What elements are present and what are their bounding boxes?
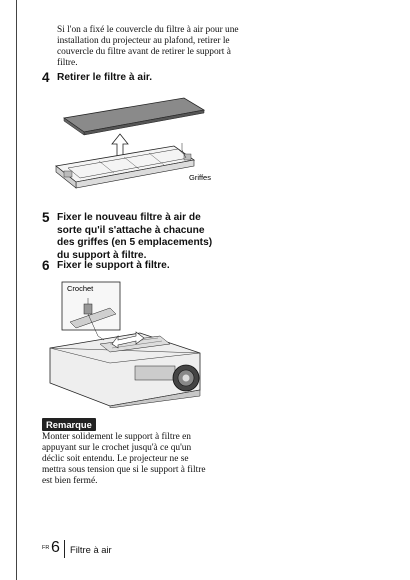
intro-note: Si l'on a fixé le couvercle du filtre à … (57, 25, 239, 68)
page-margin-rule (16, 0, 17, 580)
remarque-text: Monter solidement le support à filtre en… (42, 432, 206, 486)
step-4-text: Retirer le filtre à air. (57, 72, 153, 83)
footer-separator (64, 540, 65, 558)
figure-remove-air-filter: Griffes (55, 97, 211, 189)
hook-shape (83, 303, 93, 315)
step-6-text: Fixer le support à filtre. (57, 260, 170, 271)
projector-shape (49, 332, 201, 408)
remarque-label: Remarque (42, 418, 96, 431)
step-5-number: 5 (42, 210, 50, 225)
footer-section-title: Filtre à air (70, 544, 112, 555)
page-number: 6 (51, 539, 60, 556)
footer-language: FR (42, 545, 50, 551)
step-6-number: 6 (42, 258, 50, 273)
step-4-number: 4 (42, 70, 50, 85)
step-5-text: Fixer le nouveau filtre à air de sorte q… (57, 212, 213, 261)
callout-crochet: Crochet (67, 284, 94, 293)
figure-attach-filter-holder: Crochet (49, 281, 201, 408)
callout-griffes: Griffes (189, 173, 211, 182)
filter-holder-shape (55, 145, 196, 189)
double-arrow-icon (111, 331, 145, 349)
